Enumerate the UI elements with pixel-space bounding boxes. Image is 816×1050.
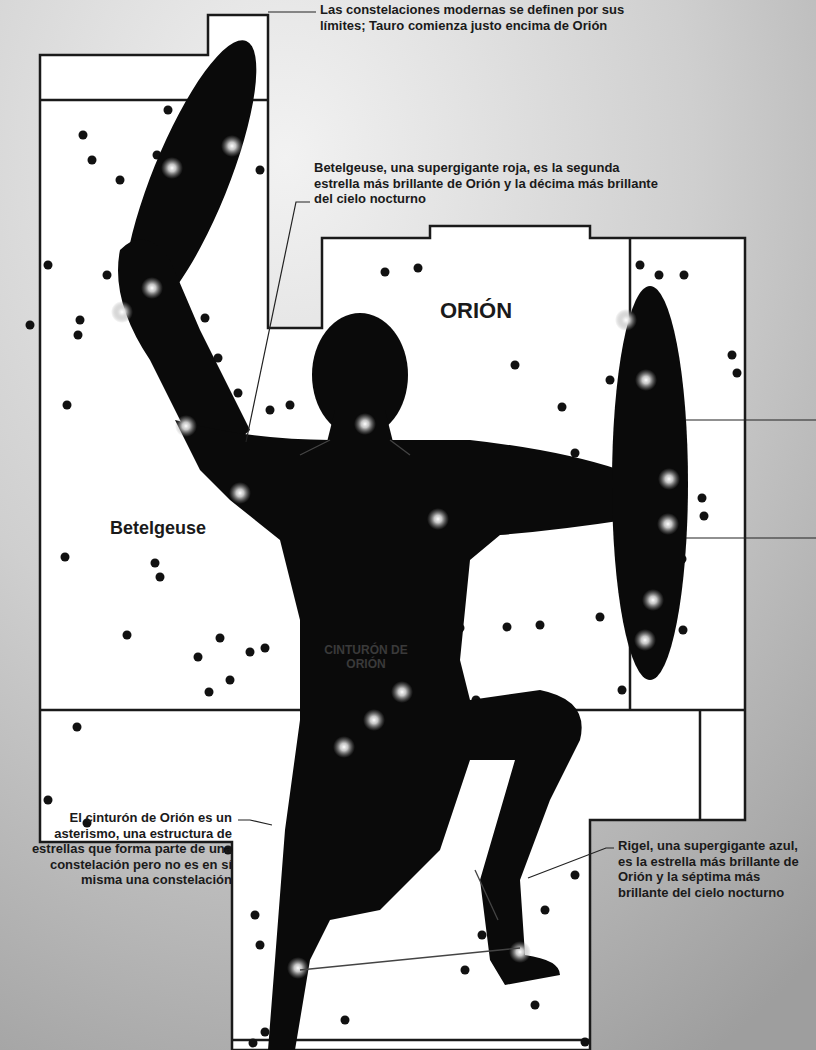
star-dot (61, 553, 70, 562)
star-dot (700, 512, 709, 521)
star-dot (26, 321, 35, 330)
bright-star (642, 589, 664, 611)
star-dot (123, 631, 132, 640)
star-dot (156, 573, 165, 582)
bright-star (658, 468, 680, 490)
star-dot (226, 676, 235, 685)
star-dot (478, 931, 487, 940)
star-dot (381, 268, 390, 277)
bright-star (287, 957, 309, 979)
star-dot (88, 156, 97, 165)
bright-star (111, 301, 133, 323)
star-dot (194, 653, 203, 662)
star-dot (536, 621, 545, 630)
bright-star (427, 508, 449, 530)
leader-lines (238, 12, 816, 878)
star-name: Betelgeuse (110, 518, 240, 540)
star-dot (44, 796, 53, 805)
bright-star (509, 941, 531, 963)
star-dot (571, 449, 580, 458)
star-dot (531, 1001, 540, 1010)
star-dot (680, 271, 689, 280)
star-dot (461, 966, 470, 975)
star-dot (286, 401, 295, 410)
bright-star (175, 415, 197, 437)
star-dot (44, 261, 53, 270)
star-dot (201, 314, 210, 323)
star-dot (571, 871, 580, 880)
star-dot (636, 261, 645, 270)
star-dot (606, 376, 615, 385)
bright-star (615, 309, 637, 331)
bright-star (354, 413, 376, 435)
star-dot (234, 389, 243, 398)
star-dot (414, 264, 423, 273)
star-dot (63, 401, 72, 410)
star-dot (261, 644, 270, 653)
star-dot (151, 559, 160, 568)
star-dot (558, 403, 567, 412)
star-dot (76, 316, 85, 325)
belt-note: El cinturón de Orión es un asterismo, un… (28, 810, 232, 888)
star-dot (103, 271, 112, 280)
boundary-note: Las constelaciones modernas se definen p… (320, 2, 650, 33)
orion-silhouette (99, 27, 688, 1050)
star-dot (79, 131, 88, 140)
bright-star (634, 629, 656, 651)
star-dot (618, 686, 627, 695)
star-dot (728, 351, 737, 360)
star-dot (511, 361, 520, 370)
belt-name: CINTURÓN DE ORIÓN (316, 643, 416, 672)
bright-star (161, 157, 183, 179)
rigel-note: Rigel, una supergigante azul, es la estr… (618, 838, 810, 900)
bright-star (221, 135, 243, 157)
bright-star (657, 513, 679, 535)
constellation-lines (300, 440, 520, 970)
star-dot (74, 331, 83, 340)
star-dot (503, 623, 512, 632)
betelgeuse-note: Betelgeuse, una supergigante roja, es la… (314, 160, 664, 207)
star-dot (581, 1038, 590, 1047)
star-dot (256, 941, 265, 950)
star-dot (205, 688, 214, 697)
bright-star (141, 277, 163, 299)
star-dot (655, 271, 664, 280)
bright-star (333, 736, 355, 758)
star-dot (596, 613, 605, 622)
bright-star (391, 681, 413, 703)
star-dot (541, 906, 550, 915)
star-dot (116, 176, 125, 185)
star-dot (261, 1028, 270, 1037)
constellation-name: ORIÓN (440, 298, 560, 324)
star-dot (249, 1039, 258, 1048)
bright-star (229, 482, 251, 504)
star-dot (246, 648, 255, 657)
star-dot (679, 626, 688, 635)
star-dot (216, 634, 225, 643)
star-dot (266, 406, 275, 415)
bright-star (363, 709, 385, 731)
star-dot (164, 106, 173, 115)
star-dot (73, 723, 82, 732)
star-dot (341, 1016, 350, 1025)
star-dot (256, 166, 265, 175)
star-dot (251, 911, 260, 920)
star-dot (698, 494, 707, 503)
star-dot (733, 369, 742, 378)
bright-star (635, 369, 657, 391)
